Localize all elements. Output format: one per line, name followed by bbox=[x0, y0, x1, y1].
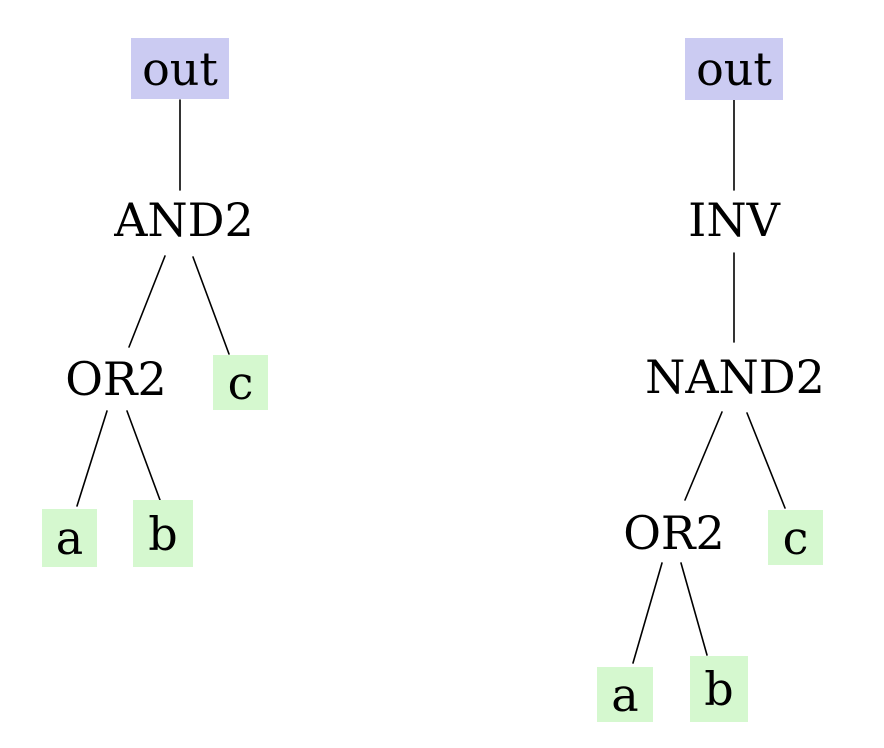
edge-or2-b bbox=[126, 410, 161, 501]
edge-or2-b-right bbox=[680, 562, 708, 656]
node-or2-right: OR2 bbox=[623, 506, 725, 560]
node-input-b-left: b bbox=[133, 500, 193, 567]
node-input-c-right: c bbox=[768, 510, 823, 565]
node-input-b-right: b bbox=[690, 656, 748, 722]
edge-and2-c bbox=[192, 256, 230, 355]
edge-nand2-c bbox=[746, 412, 786, 509]
node-out-right: out bbox=[685, 38, 783, 100]
node-inv: INV bbox=[688, 193, 780, 247]
node-input-a-right: a bbox=[597, 667, 653, 722]
node-or2-left: OR2 bbox=[65, 352, 167, 406]
edge-or2-a bbox=[76, 410, 108, 507]
node-nand2: NAND2 bbox=[645, 350, 825, 404]
edge-and2-or2 bbox=[128, 255, 166, 348]
edge-or2-a-right bbox=[632, 562, 663, 664]
edge-nand2-or2 bbox=[684, 411, 723, 501]
node-input-a-left: a bbox=[42, 509, 97, 567]
node-out-left: out bbox=[131, 38, 229, 99]
node-input-c-left: c bbox=[213, 355, 268, 410]
node-and2: AND2 bbox=[114, 193, 254, 247]
